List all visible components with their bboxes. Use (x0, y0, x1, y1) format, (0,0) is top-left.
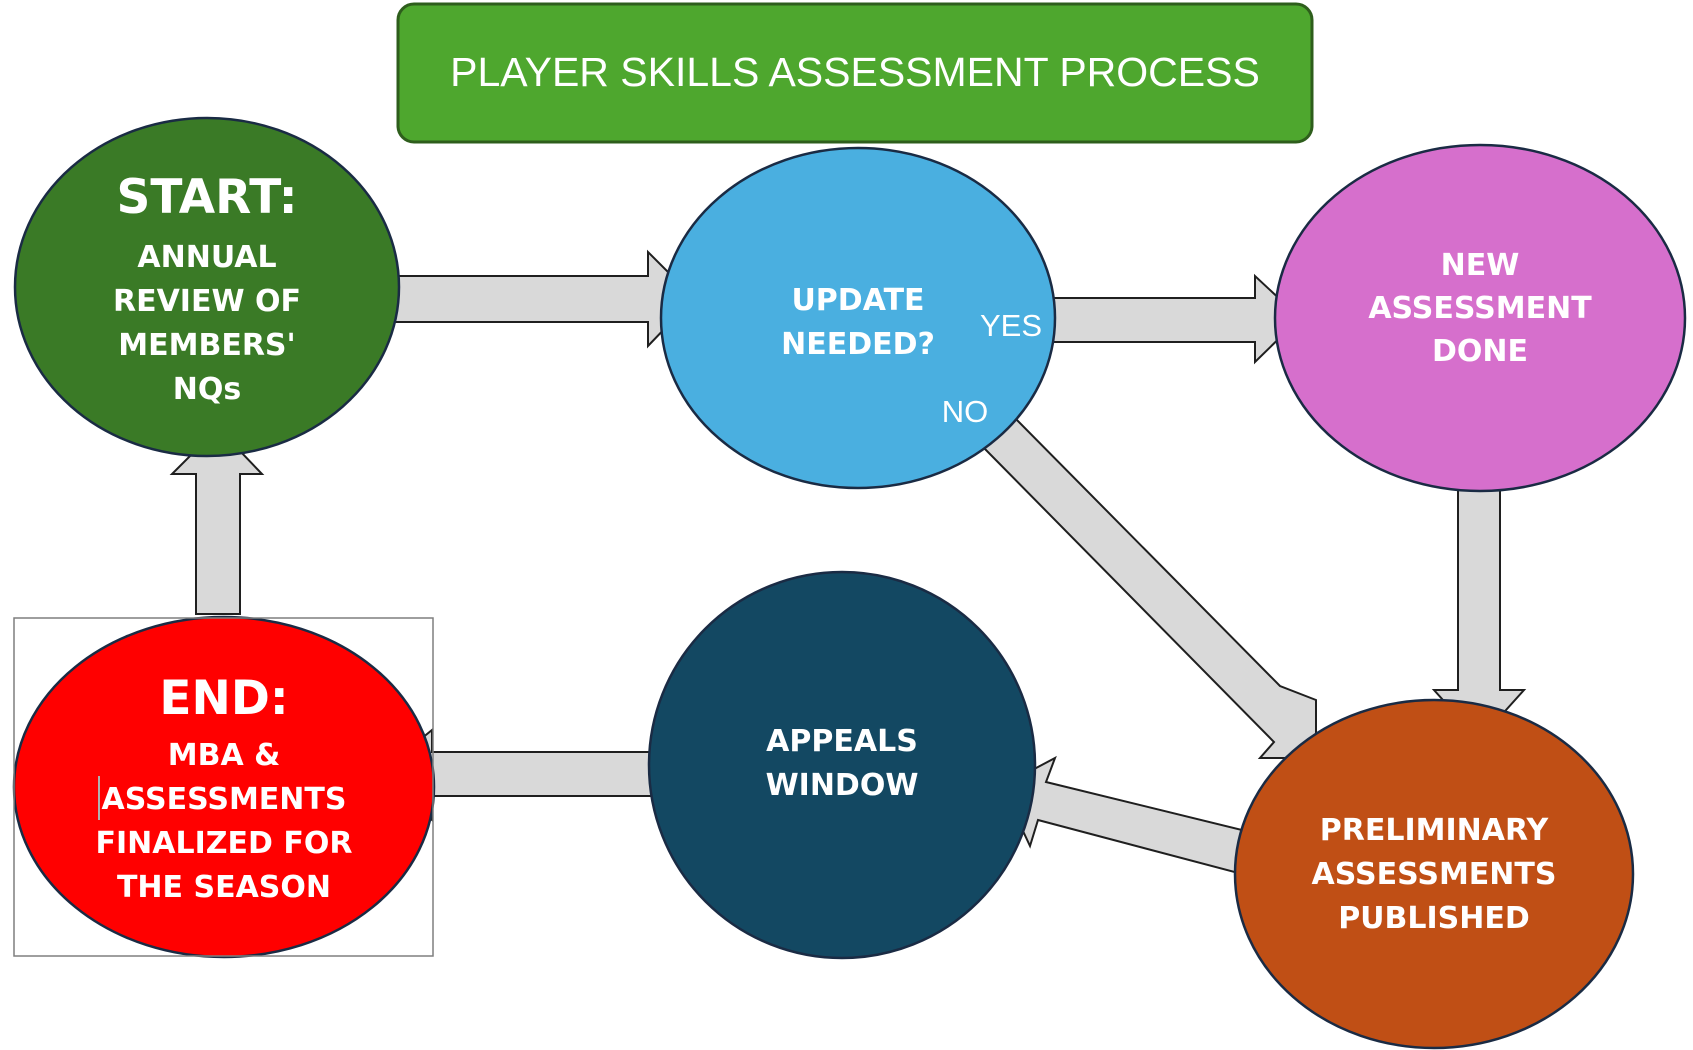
node-preliminary: PRELIMINARY ASSESSMENTS PUBLISHED (1233, 698, 1635, 1050)
end-line-3: FINALIZED FOR (96, 826, 353, 861)
appeals-line-1: APPEALS (766, 724, 918, 759)
preliminary-line-1: PRELIMINARY (1320, 813, 1550, 848)
preliminary-ellipse (1233, 698, 1635, 1050)
preliminary-line-2: ASSESSMENTS (1312, 857, 1557, 892)
selection-frame (13, 617, 434, 957)
no-label: NO (942, 394, 989, 429)
arrow-start-to-update (394, 249, 696, 349)
new-assessment-line-2: ASSESSMENT (1368, 291, 1592, 326)
title-background (396, 2, 1314, 144)
start-line-4: NQs (173, 372, 241, 407)
preliminary-line-3: PUBLISHED (1338, 901, 1530, 936)
start-line-2: REVIEW OF (113, 284, 301, 319)
start-line-1: ANNUAL (137, 240, 276, 275)
update-line-2: NEEDED? (781, 327, 935, 362)
arrow-update-to-preliminary (982, 411, 1317, 759)
node-new-assessment: NEW ASSESSMENT DONE (1273, 143, 1687, 493)
start-heading: START: (116, 170, 297, 225)
node-appeals-window: APPEALS WINDOW (647, 570, 1037, 960)
arrow-preliminary-to-appeals (1000, 755, 1243, 876)
appeals-ellipse (647, 570, 1037, 960)
yes-label: YES (980, 308, 1042, 343)
node-end[interactable]: END: MBA & ASSESSMENTS FINALIZED FOR THE… (12, 615, 436, 959)
end-heading: END: (159, 671, 288, 726)
new-assessment-line-3: DONE (1432, 334, 1528, 369)
update-line-1: UPDATE (791, 283, 924, 318)
new-assessment-line-1: NEW (1441, 248, 1520, 283)
end-line-4: THE SEASON (117, 870, 331, 905)
end-line-1: MBA & (168, 738, 281, 773)
arrow-update-to-new-assessment (1049, 273, 1302, 365)
start-ellipse (13, 116, 401, 458)
start-line-3: MEMBERS' (118, 328, 295, 363)
diagram-title: PLAYER SKILLS ASSESSMENT PROCESS (450, 49, 1260, 95)
node-start: START: ANNUAL REVIEW OF MEMBERS' NQs (13, 116, 401, 458)
text-cursor (98, 776, 100, 820)
node-update-needed: UPDATE NEEDED? YES NO (659, 146, 1057, 490)
new-assessment-ellipse (1273, 143, 1687, 493)
appeals-line-2: WINDOW (766, 768, 919, 803)
title-box: PLAYER SKILLS ASSESSMENT PROCESS (396, 2, 1314, 144)
update-ellipse (659, 146, 1057, 490)
end-line-2: ASSESSMENTS (102, 782, 347, 817)
